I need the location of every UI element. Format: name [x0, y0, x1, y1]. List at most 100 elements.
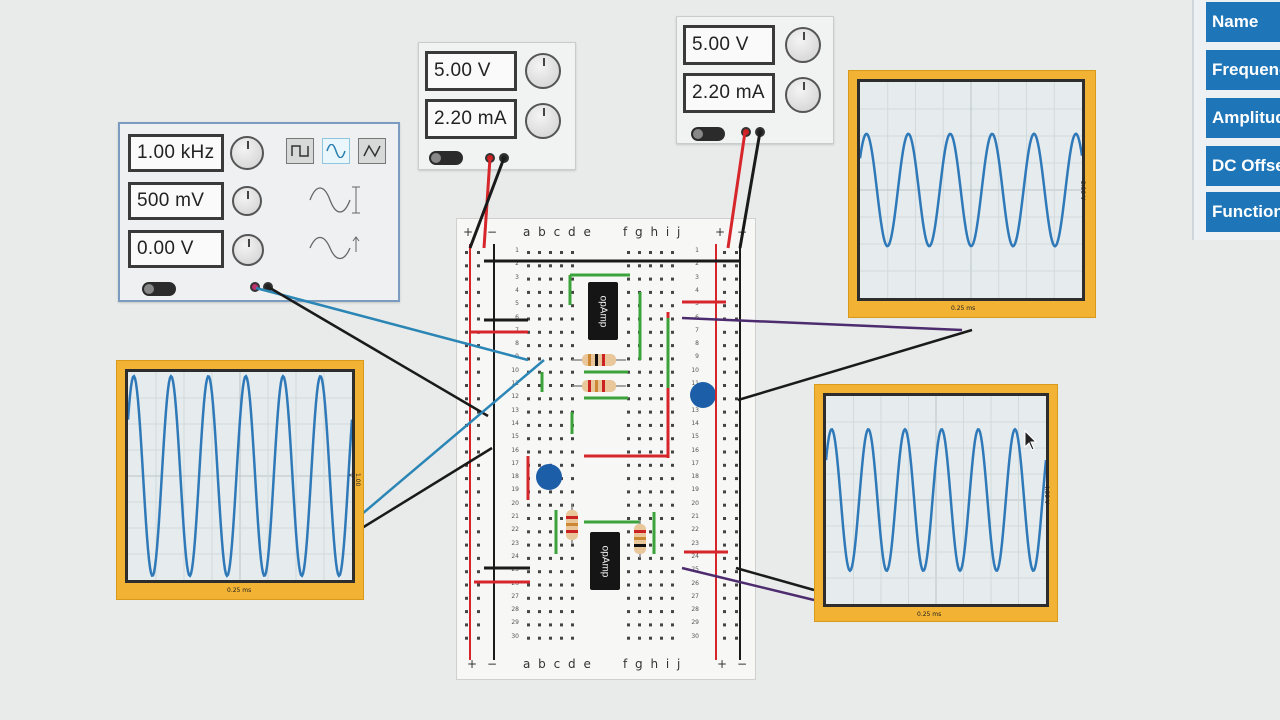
breadboard-hole[interactable]: [649, 437, 652, 441]
breadboard-hole[interactable]: [723, 490, 726, 494]
breadboard-hole[interactable]: [538, 596, 541, 600]
breadboard-hole[interactable]: [560, 450, 563, 454]
breadboard-hole[interactable]: [465, 596, 468, 600]
menu-item-function[interactable]: Function: [1206, 192, 1280, 232]
breadboard-hole[interactable]: [723, 357, 726, 361]
breadboard-hole[interactable]: [549, 596, 552, 600]
breadboard-hole[interactable]: [538, 410, 541, 414]
breadboard-hole[interactable]: [538, 450, 541, 454]
breadboard-hole[interactable]: [527, 437, 530, 441]
breadboard-hole[interactable]: [527, 543, 530, 547]
breadboard-hole[interactable]: [660, 583, 663, 587]
breadboard-hole[interactable]: [538, 503, 541, 507]
breadboard-hole[interactable]: [538, 317, 541, 321]
breadboard-hole[interactable]: [627, 384, 630, 387]
breadboard-hole[interactable]: [735, 304, 738, 308]
breadboard-hole[interactable]: [571, 556, 574, 560]
breadboard-hole[interactable]: [671, 596, 674, 600]
breadboard-hole[interactable]: [538, 570, 541, 574]
breadboard-hole[interactable]: [671, 543, 674, 547]
breadboard-hole[interactable]: [638, 503, 641, 507]
breadboard-hole[interactable]: [477, 437, 480, 441]
breadboard-hole[interactable]: [549, 330, 552, 334]
breadboard-hole[interactable]: [660, 450, 663, 454]
breadboard-hole[interactable]: [549, 437, 552, 441]
breadboard-hole[interactable]: [649, 317, 652, 321]
breadboard-hole[interactable]: [527, 636, 530, 640]
breadboard-hole[interactable]: [560, 503, 563, 507]
breadboard-hole[interactable]: [660, 370, 663, 374]
breadboard-hole[interactable]: [627, 610, 630, 614]
amplitude-knob[interactable]: [232, 186, 262, 216]
breadboard-hole[interactable]: [671, 556, 674, 560]
breadboard-hole[interactable]: [638, 463, 641, 467]
breadboard-hole[interactable]: [465, 463, 468, 467]
breadboard-hole[interactable]: [627, 583, 630, 587]
breadboard-hole[interactable]: [477, 410, 480, 414]
breadboard-hole[interactable]: [527, 330, 530, 334]
ps1-voltage-readout[interactable]: 5.00 V: [425, 51, 517, 91]
breadboard-hole[interactable]: [571, 251, 574, 254]
breadboard-hole[interactable]: [723, 423, 726, 427]
breadboard-hole[interactable]: [538, 610, 541, 614]
breadboard-hole[interactable]: [477, 517, 480, 520]
breadboard-hole[interactable]: [660, 410, 663, 414]
breadboard-hole[interactable]: [723, 410, 726, 414]
breadboard-hole[interactable]: [627, 623, 630, 627]
breadboard-hole[interactable]: [660, 623, 663, 627]
breadboard-hole[interactable]: [660, 317, 663, 321]
breadboard-hole[interactable]: [638, 437, 641, 441]
menu-item-dc-offset[interactable]: DC Offset: [1206, 146, 1280, 186]
breadboard-hole[interactable]: [671, 264, 674, 268]
breadboard-hole[interactable]: [649, 610, 652, 614]
breadboard-hole[interactable]: [527, 570, 530, 574]
ps1-current-knob[interactable]: [525, 103, 561, 139]
breadboard-hole[interactable]: [671, 370, 674, 374]
breadboard-hole[interactable]: [660, 344, 663, 348]
breadboard-hole[interactable]: [638, 556, 641, 560]
breadboard-hole[interactable]: [465, 530, 468, 534]
triangle-wave-button[interactable]: [358, 138, 386, 164]
breadboard-hole[interactable]: [723, 437, 726, 441]
breadboard-hole[interactable]: [477, 317, 480, 321]
breadboard-hole[interactable]: [671, 304, 674, 308]
capacitor-1[interactable]: [690, 382, 716, 408]
breadboard-hole[interactable]: [649, 423, 652, 427]
breadboard-hole[interactable]: [671, 503, 674, 507]
breadboard-hole[interactable]: [465, 556, 468, 560]
breadboard-hole[interactable]: [549, 357, 552, 361]
breadboard-hole[interactable]: [649, 543, 652, 547]
breadboard-hole[interactable]: [571, 543, 574, 547]
ps1-current-readout[interactable]: 2.20 mA: [425, 99, 517, 139]
breadboard-hole[interactable]: [527, 290, 530, 294]
breadboard-hole[interactable]: [560, 357, 563, 361]
breadboard-hole[interactable]: [571, 437, 574, 441]
breadboard-hole[interactable]: [723, 330, 726, 334]
breadboard-hole[interactable]: [638, 583, 641, 587]
breadboard-hole[interactable]: [627, 463, 630, 467]
function-generator-power-toggle[interactable]: [142, 282, 176, 296]
breadboard-hole[interactable]: [465, 636, 468, 640]
breadboard-hole[interactable]: [549, 543, 552, 547]
dc-offset-knob[interactable]: [232, 234, 264, 266]
breadboard-hole[interactable]: [527, 450, 530, 454]
breadboard-hole[interactable]: [538, 583, 541, 587]
breadboard-hole[interactable]: [549, 264, 552, 268]
breadboard-hole[interactable]: [549, 556, 552, 560]
breadboard-hole[interactable]: [649, 477, 652, 481]
breadboard-hole[interactable]: [527, 623, 530, 627]
breadboard-hole[interactable]: [527, 304, 530, 308]
breadboard-hole[interactable]: [465, 330, 468, 334]
breadboard-hole[interactable]: [735, 530, 738, 534]
breadboard-hole[interactable]: [735, 357, 738, 361]
breadboard-hole[interactable]: [538, 543, 541, 547]
breadboard-hole[interactable]: [660, 517, 663, 520]
breadboard-hole[interactable]: [649, 596, 652, 600]
breadboard-hole[interactable]: [723, 397, 726, 401]
breadboard-hole[interactable]: [735, 490, 738, 494]
breadboard-hole[interactable]: [549, 490, 552, 494]
breadboard-hole[interactable]: [477, 636, 480, 640]
breadboard-hole[interactable]: [477, 357, 480, 361]
breadboard-hole[interactable]: [571, 623, 574, 627]
breadboard-hole[interactable]: [627, 410, 630, 414]
